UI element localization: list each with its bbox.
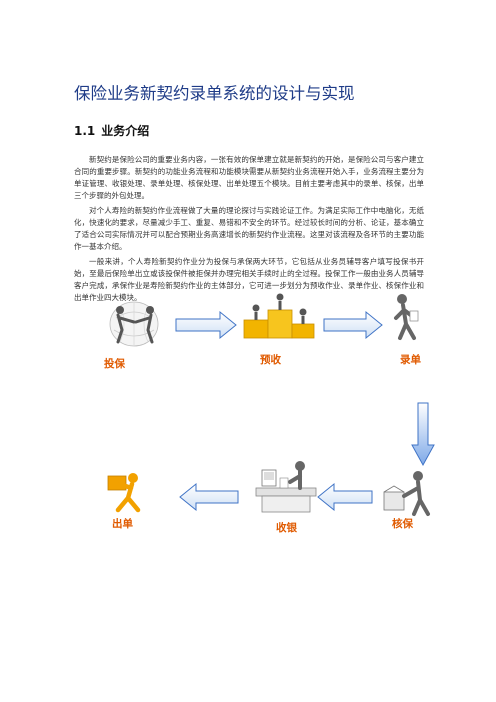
handshake-globe-icon [109,301,159,347]
step-label-toubao: 投保 [104,358,125,370]
arrow-down-icon [411,402,435,467]
step-label-ludan: 录单 [400,354,421,366]
step-label-chudan: 出单 [112,518,133,530]
section-number: 1.1 [74,124,96,138]
arrow-left-icon [317,482,373,512]
step-label-yushou: 预收 [260,354,281,366]
arrow-right-icon [323,310,383,340]
cashier-desk-icon [255,461,317,513]
podium-icon [243,293,315,339]
walking-person-icon [394,294,419,340]
paragraph-1: 新契约是保险公司的重要业务内容，一张有效的保单建立就是新契约的开始，是保险公司与… [74,155,424,200]
paragraph-2: 对个人寿险的新契约作业流程做了大量的理论探讨与实践论证工作。为满足实际工作中电脑… [74,206,424,251]
running-courier-icon [107,473,141,513]
section-heading: 1.1 业务介绍 [74,122,149,139]
step-label-hebao: 核保 [392,518,413,530]
person-with-box-icon [383,471,430,516]
arrow-right-icon [175,310,237,340]
arrow-left-icon [179,482,239,512]
section-title: 业务介绍 [101,124,150,138]
step-label-shouyin: 收银 [276,522,297,534]
page-title: 保险业务新契约录单系统的设计与实现 [74,84,355,103]
paragraph-3: 一般来讲，个人寿险新契约作业分为投保与承保两大环节，它包括从业务员辅导客户填写投… [74,257,424,302]
